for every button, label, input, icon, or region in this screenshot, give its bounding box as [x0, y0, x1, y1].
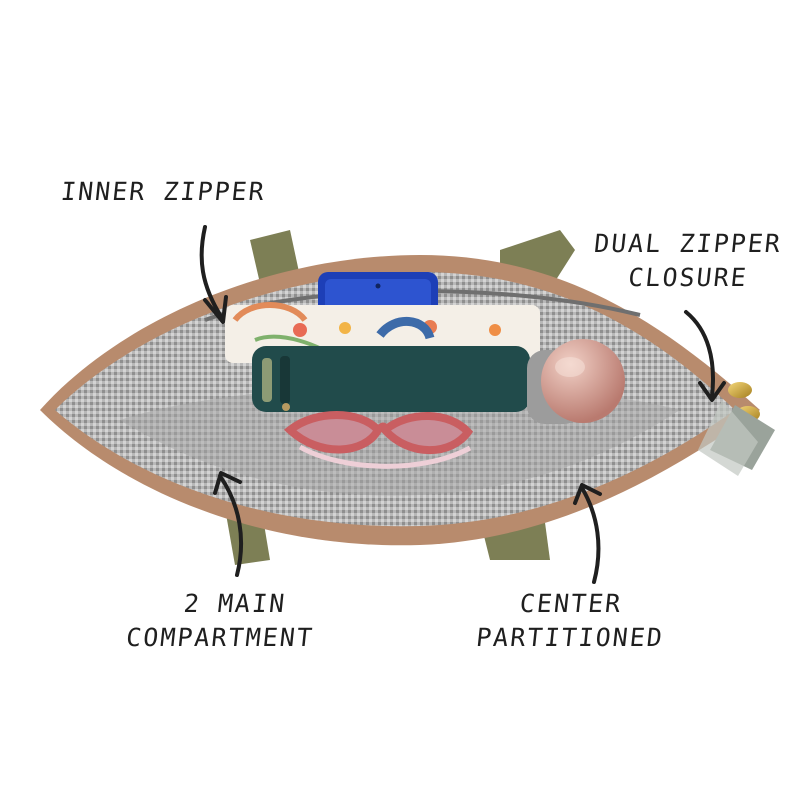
callout-inner-zipper: INNER ZIPPER — [59, 177, 268, 206]
callout-dual-zipper-line2: CLOSURE — [626, 263, 750, 292]
arrow-main-compartment — [213, 471, 244, 577]
callout-main-compartment-line1: 2 MAIN — [182, 589, 288, 618]
arrow-center-partitioned — [573, 483, 602, 584]
sunglasses — [283, 411, 474, 469]
callout-center-partitioned-line1: CENTER — [518, 589, 624, 618]
callout-center-partitioned-line2: PARTITIONED — [474, 623, 666, 652]
callout-main-compartment-line2: COMPARTMENT — [124, 623, 316, 652]
water-bottle — [527, 339, 625, 424]
dual-zipper-pulls — [698, 382, 775, 476]
callout-dual-zipper-line1: DUAL ZIPPER — [592, 229, 784, 258]
green-organizer — [252, 346, 530, 412]
arrow-inner-zipper — [199, 225, 228, 324]
arrow-dual-zipper — [684, 310, 726, 402]
